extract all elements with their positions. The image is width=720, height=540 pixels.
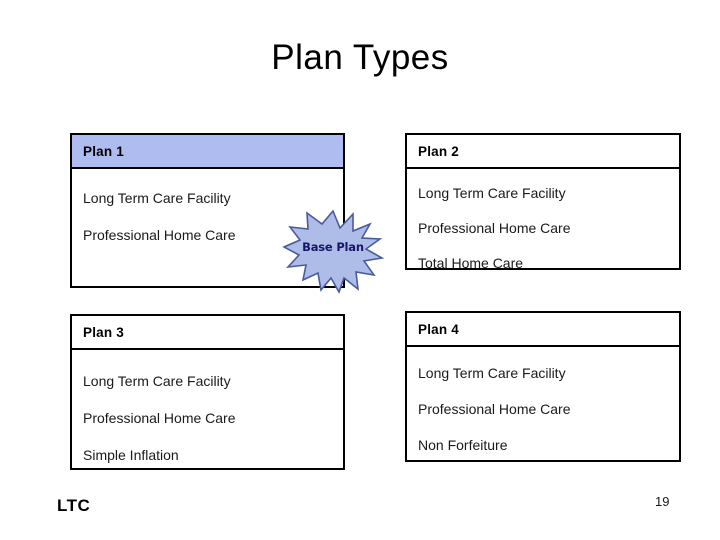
plan-card-1[interactable]: Plan 1 Long Term Care Facility Professio… — [70, 133, 345, 288]
plan-card-3[interactable]: Plan 3 Long Term Care Facility Professio… — [70, 314, 345, 470]
footer-brand: LTC — [57, 496, 91, 515]
list-item: Simple Inflation — [83, 447, 179, 463]
list-item: Long Term Care Facility — [418, 365, 566, 381]
plan-card-2[interactable]: Plan 2 Long Term Care Facility Professio… — [405, 133, 681, 272]
plan-card-4-header: Plan 4 — [407, 313, 679, 347]
plan-card-2-header: Plan 2 — [407, 135, 679, 169]
starburst-icon — [282, 209, 385, 294]
list-item: Professional Home Care — [418, 401, 571, 417]
list-item: Professional Home Care — [83, 410, 236, 426]
list-item: Professional Home Care — [418, 220, 571, 236]
plan-card-2-body: Long Term Care Facility Professional Hom… — [407, 169, 679, 272]
base-plan-callout[interactable]: Base Plan — [282, 209, 385, 294]
list-item: Long Term Care Facility — [83, 190, 231, 206]
plan-card-3-body: Long Term Care Facility Professional Hom… — [72, 350, 343, 464]
page-title: Plan Types — [271, 38, 449, 77]
list-item: Long Term Care Facility — [83, 373, 231, 389]
plan-card-1-body: Long Term Care Facility Professional Hom… — [72, 169, 343, 244]
plan-card-1-header: Plan 1 — [72, 135, 343, 169]
page-number: 19 — [655, 494, 670, 509]
list-item: Professional Home Care — [83, 227, 236, 243]
plan-card-4[interactable]: Plan 4 Long Term Care Facility Professio… — [405, 311, 681, 462]
list-item: Total Home Care — [418, 255, 524, 271]
plan-card-3-header: Plan 3 — [72, 316, 343, 350]
list-item: Non Forfeiture — [418, 437, 508, 453]
plan-card-4-body: Long Term Care Facility Professional Hom… — [407, 347, 679, 454]
list-item: Long Term Care Facility — [418, 185, 566, 201]
